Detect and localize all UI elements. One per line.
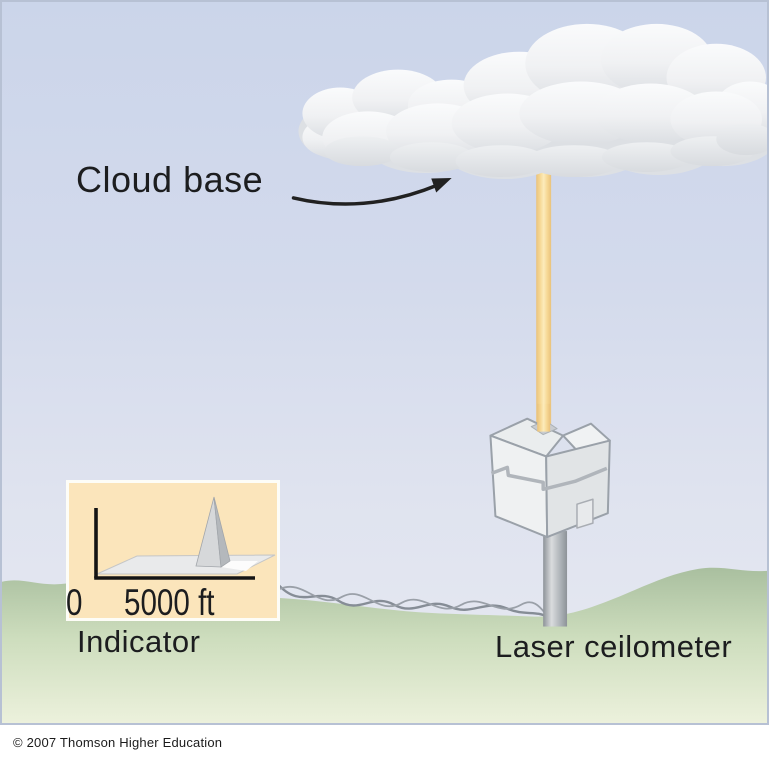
laser-beam-tip	[537, 403, 551, 432]
ceilometer-device	[489, 417, 611, 539]
mounting-pole	[543, 531, 568, 627]
signal-cable	[275, 581, 550, 618]
indicator-trace-spike	[195, 496, 231, 568]
indicator-label: Indicator	[77, 624, 201, 659]
indicator-panel: 0 5000 ft	[66, 480, 280, 621]
indicator-scale-value: 5000 ft	[124, 582, 215, 623]
laser-beam	[536, 157, 552, 436]
indicator-plane	[96, 554, 276, 575]
laser-ceilometer-label: Laser ceilometer	[495, 629, 733, 664]
cloud-base-label: Cloud base	[76, 159, 264, 200]
copyright-text: © 2007 Thomson Higher Education	[13, 735, 223, 750]
cloud-base-arrow	[291, 178, 452, 206]
device-hatch	[576, 498, 594, 529]
scene-graphic	[2, 23, 767, 723]
ceilometer-diagram: Cloud base 0 5000 ft Indicator Laser cei…	[0, 0, 769, 725]
cloud	[298, 23, 767, 180]
indicator-axes	[94, 508, 255, 580]
indicator-origin-value: 0	[66, 582, 83, 623]
indicator-plane-highlight	[221, 561, 258, 571]
indicator-graph	[94, 496, 276, 580]
